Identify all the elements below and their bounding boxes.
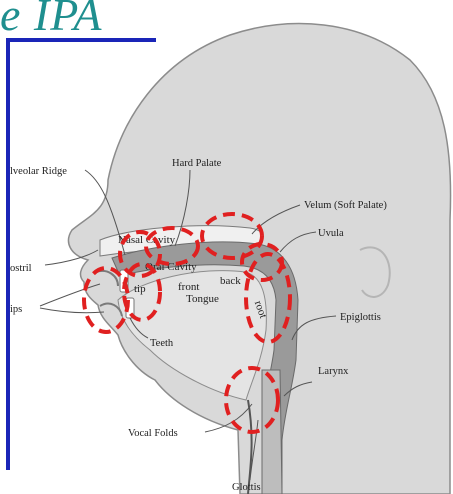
label-tip: tip xyxy=(134,283,146,295)
label-vocal-folds: Vocal Folds xyxy=(128,428,178,439)
leader-lips-lower xyxy=(40,308,104,313)
label-glottis: Glottis xyxy=(232,482,261,493)
label-back: back xyxy=(220,275,241,287)
label-velum: Velum (Soft Palate) xyxy=(304,200,387,211)
label-nostril: ostril xyxy=(10,263,32,274)
label-uvula: Uvula xyxy=(318,228,344,239)
label-teeth: Teeth xyxy=(150,338,174,349)
larynx-shape xyxy=(262,370,282,494)
label-lips: ips xyxy=(10,304,22,315)
label-epiglottis: Epiglottis xyxy=(340,312,381,323)
label-alveolar-ridge: lveolar Ridge xyxy=(10,166,67,177)
label-tongue: Tongue xyxy=(186,293,219,305)
label-hard-palate: Hard Palate xyxy=(172,158,222,169)
label-larynx: Larynx xyxy=(318,366,349,377)
label-front: front xyxy=(178,281,199,293)
